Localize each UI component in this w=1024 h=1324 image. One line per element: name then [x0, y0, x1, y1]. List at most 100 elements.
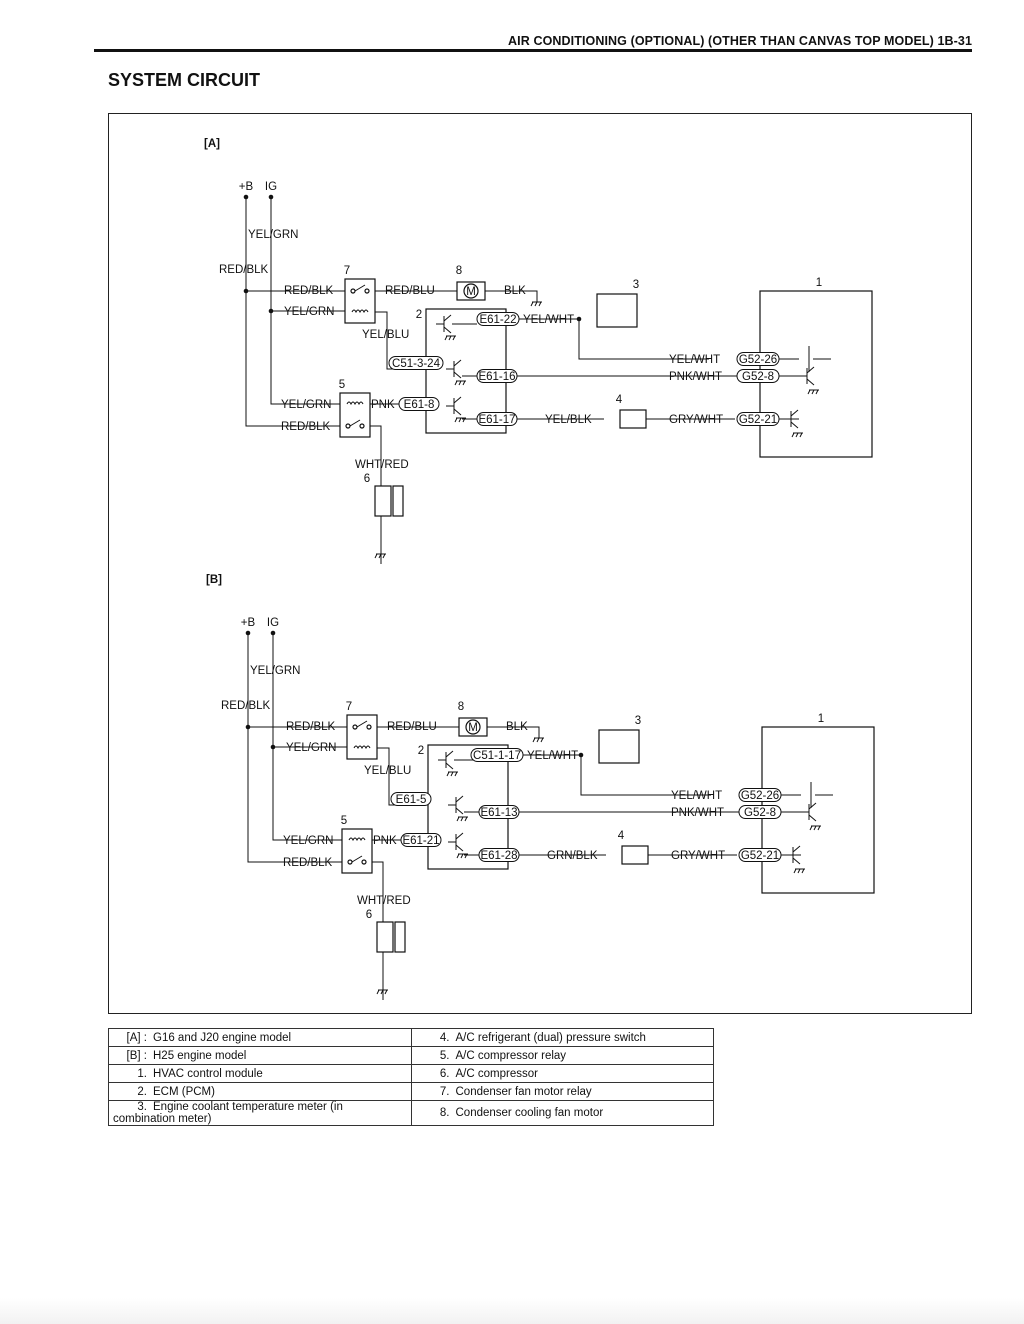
- wire-label: RED/BLK: [286, 721, 336, 733]
- connector-tag: [390, 792, 432, 806]
- legend-key: [B] :: [126, 1049, 147, 1062]
- legend-key: 4.: [439, 1031, 450, 1044]
- fan-motor-8: [465, 719, 481, 735]
- wire-label: YEL/BLU: [362, 329, 409, 341]
- legend-text: Engine coolant temperature meter (in com…: [113, 1101, 343, 1125]
- ground-symbol: [378, 553, 382, 559]
- transistor: [455, 807, 464, 815]
- legend-row: 1. HVAC control module 6.A/C compressor: [108, 1064, 714, 1083]
- ground-symbol: [809, 825, 813, 831]
- wire-label: YEL/WHT: [523, 314, 574, 326]
- legend-cell: [A] : G16 and J20 engine model: [108, 1028, 412, 1047]
- supply-ig-label: IG: [267, 617, 279, 629]
- component-number: 6: [364, 473, 370, 485]
- ground-symbol: [464, 816, 468, 822]
- wire-label: YEL/WHT: [527, 750, 578, 762]
- relay-contact: [359, 423, 365, 429]
- transistor: [455, 795, 464, 803]
- transistor: [806, 366, 815, 374]
- connector-label: E61-28: [480, 850, 517, 862]
- ground-symbol: [797, 868, 801, 874]
- legend-cell: 4.A/C refrigerant (dual) pressure switch: [410, 1028, 714, 1047]
- relay-coil: [353, 745, 371, 750]
- legend-cell: 8.Condenser cooling fan motor: [410, 1100, 714, 1126]
- ground-symbol: [460, 853, 464, 859]
- legend-key: 6.: [439, 1067, 450, 1080]
- component-number: 8: [458, 701, 464, 713]
- connector-label: G52-26: [739, 354, 777, 366]
- ground-symbol: [795, 432, 799, 438]
- compressor-6: [394, 921, 406, 953]
- transistor: [443, 314, 452, 322]
- connector-label: E61-8: [404, 399, 435, 411]
- ground-symbol: [456, 816, 460, 822]
- wire: [270, 197, 349, 405]
- wire-label: YEL/GRN: [283, 835, 334, 847]
- legend-row: 3.Engine coolant temperature meter (in c…: [108, 1100, 714, 1126]
- ground-symbol: [807, 389, 811, 395]
- ground-symbol: [801, 868, 805, 874]
- transistor: [806, 378, 815, 386]
- wire-label: RED/BLK: [281, 421, 331, 433]
- connector-label: E61-17: [478, 414, 515, 426]
- ground-symbol: [450, 771, 454, 777]
- legend-table: [A] : G16 and J20 engine model 4.A/C refri…: [108, 1028, 714, 1126]
- legend-cell: 1. HVAC control module: [108, 1064, 412, 1083]
- ground-symbol: [538, 301, 542, 307]
- connector-label: E61-16: [478, 371, 515, 383]
- legend-row: 2.ECM (PCM)7.Condenser fan motor relay: [108, 1082, 714, 1101]
- transistor: [453, 359, 462, 367]
- ground-symbol: [454, 771, 458, 777]
- wire-label: YEL/BLK: [545, 414, 592, 426]
- relay-coil: [348, 837, 366, 842]
- fan-motor-8: [463, 283, 479, 299]
- connector-tag: [400, 833, 442, 847]
- transistor: [808, 814, 817, 822]
- wire: [578, 319, 709, 360]
- connector-label: C51-1-17: [473, 750, 521, 762]
- wire-label: YEL/GRN: [250, 665, 301, 677]
- legend-cell: 7.Condenser fan motor relay: [410, 1082, 714, 1101]
- compressor-6: [374, 485, 392, 517]
- connector-label: G52-21: [739, 414, 777, 426]
- legend-text: HVAC control module: [153, 1067, 263, 1080]
- coolant-meter-3: [596, 293, 638, 328]
- legend-text: G16 and J20 engine model: [153, 1031, 292, 1044]
- motor-label: M: [466, 286, 476, 298]
- wire-label: PNK: [371, 399, 395, 411]
- wire-label: GRY/WHT: [669, 414, 723, 426]
- ground-symbol: [454, 417, 458, 423]
- circuit-tag: [B]: [206, 574, 222, 586]
- wire-label: GRY/WHT: [671, 850, 725, 862]
- component-number: 5: [339, 379, 345, 391]
- legend-key: [A] :: [126, 1031, 147, 1044]
- component-number: 5: [341, 815, 347, 827]
- wire-label: WHT/RED: [355, 459, 409, 471]
- transistor: [453, 408, 462, 416]
- component-number: 8: [456, 265, 462, 277]
- relay-contact: [347, 859, 353, 865]
- relay-contact: [349, 419, 361, 427]
- component-number: 7: [346, 701, 352, 713]
- ground-symbol: [791, 432, 795, 438]
- relay-contact: [354, 284, 366, 292]
- ground-symbol: [460, 816, 464, 822]
- wire-label: RED/BLK: [284, 285, 334, 297]
- legend-text: H25 engine model: [153, 1049, 247, 1062]
- legend-text: A/C compressor relay: [455, 1049, 567, 1062]
- legend-cell: 6.A/C compressor: [410, 1064, 714, 1083]
- legend-key: 1.: [137, 1067, 147, 1080]
- legend-cell: [B] : H25 engine model: [108, 1046, 412, 1065]
- ground-symbol: [536, 737, 540, 743]
- wire: [487, 726, 540, 738]
- wire-label: RED/BLU: [387, 721, 437, 733]
- component-number: 1: [816, 277, 822, 289]
- relay-contact: [366, 724, 372, 730]
- wire-label: YEL/GRN: [281, 399, 332, 411]
- wire-label: RED/BLU: [385, 285, 435, 297]
- transistor: [790, 409, 799, 417]
- compressor-6: [392, 485, 404, 517]
- wire-label: RED/BLK: [221, 700, 271, 712]
